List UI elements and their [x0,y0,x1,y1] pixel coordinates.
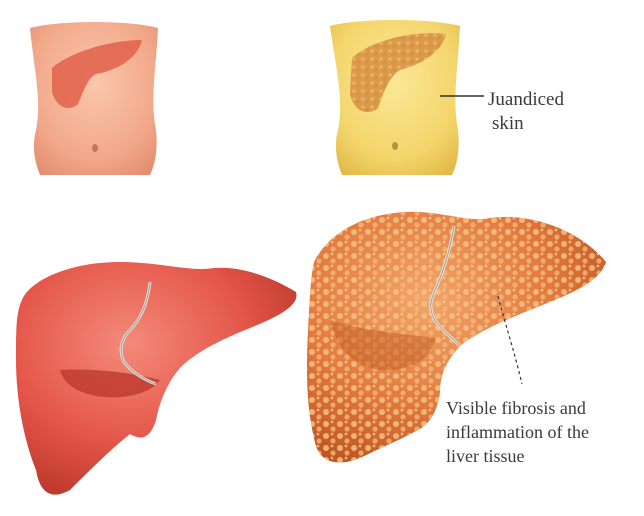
navel [392,142,398,150]
navel [92,144,98,152]
healthy-liver [16,262,297,495]
fibrosis-label: Visible fibrosis and inflammation of the… [446,396,589,468]
jaundiced-skin-label-line1: Juandiced [488,88,564,112]
fibrosis-label-line3: liver tissue [446,444,589,468]
jaundiced-skin-label-line2: skin [488,112,564,136]
fibrosis-label-line2: inflammation of the [446,420,589,444]
healthy-torso [30,22,158,175]
jaundiced-skin-label: Juandiced skin [488,88,564,136]
jaundiced-torso [330,20,484,175]
fibrosis-label-line1: Visible fibrosis and [446,396,589,420]
